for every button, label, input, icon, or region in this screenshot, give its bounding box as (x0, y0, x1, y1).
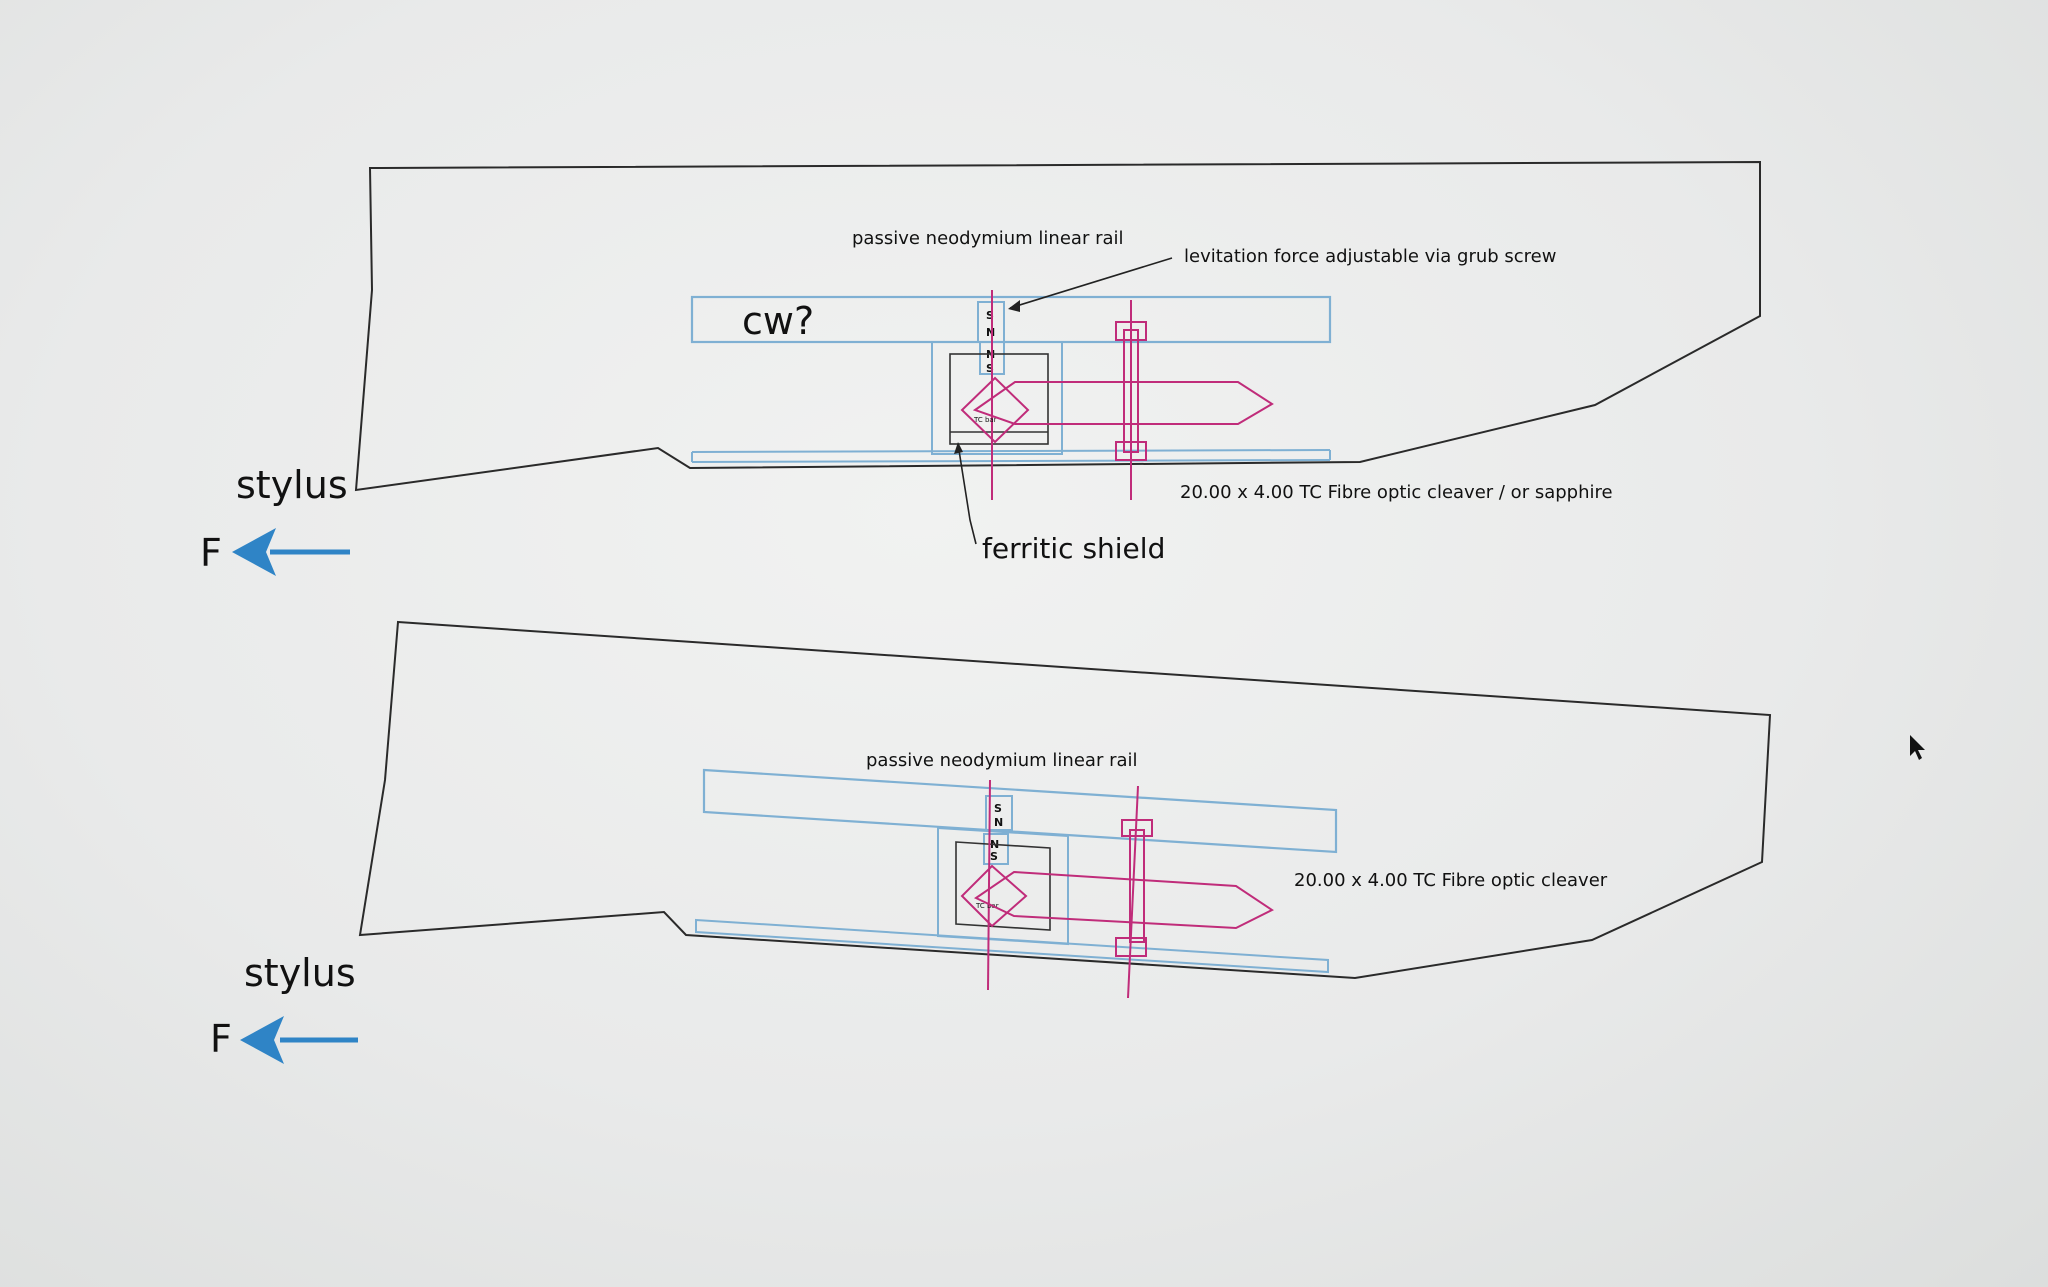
top-cw-label: cw? (742, 299, 814, 343)
bottom-carriage (937, 826, 1069, 946)
top-force-arrowhead (232, 528, 276, 576)
mouse-cursor (1910, 735, 1925, 760)
top-ferritic-shield-label: ferritic shield (982, 532, 1165, 565)
bottom-pivot-axis (987, 779, 991, 991)
bottom-headshell-outline (358, 620, 1772, 980)
top-magnet-s-upper: S (986, 309, 994, 322)
top-magnet-n-upper: N (986, 326, 995, 339)
top-stylus-label: stylus (236, 463, 348, 507)
top-force-label: F (200, 531, 222, 575)
bottom-diagram: S N N S TC bar passive neodymium linear … (210, 620, 1772, 1064)
bottom-pivot-diamond (960, 864, 1028, 928)
top-lev-label: levitation force adjustable via grub scr… (1184, 246, 1556, 267)
top-rail-bottom-strip-2 (691, 459, 1331, 463)
bottom-rail-label: passive neodymium linear rail (866, 750, 1138, 771)
top-magnet-s-lower: S (986, 362, 994, 375)
top-tc-bar-label: TC bar (973, 416, 997, 424)
top-carriage (931, 341, 1063, 455)
bottom-force-arrowhead (240, 1016, 284, 1064)
top-shield-arrowhead (954, 442, 963, 454)
top-rail-label: passive neodymium linear rail (852, 228, 1124, 249)
top-shield-leader (957, 443, 977, 545)
bottom-linear-rail (702, 768, 1338, 854)
bottom-rail-bottom-strip (695, 918, 1329, 974)
top-pivot-diamond (960, 376, 1030, 444)
bottom-grub-axis (1127, 785, 1139, 999)
top-cleaver-label: 20.00 x 4.00 TC Fibre optic cleaver / or… (1180, 482, 1613, 503)
bottom-upper-magnet (985, 795, 1013, 831)
bottom-cleaver-label: 20.00 x 4.00 TC Fibre optic cleaver (1294, 870, 1608, 891)
bottom-grub-screw-shaft (1129, 829, 1145, 943)
top-diagram: S N N S TC bar passive neodymium linear … (200, 160, 1761, 576)
top-ferritic-shield (949, 353, 1049, 445)
top-lev-leader (1009, 257, 1173, 309)
bottom-tc-bar-label: TC bar (975, 902, 999, 910)
bottom-magnet-s-upper: S (994, 802, 1002, 815)
top-rail-bottom-strip (691, 449, 1331, 453)
bottom-cantilever (973, 870, 1274, 930)
bottom-magnet-n-upper: N (994, 816, 1003, 829)
bottom-force-label: F (210, 1017, 232, 1061)
bottom-stylus-label: stylus (244, 951, 356, 995)
top-headshell-outline (354, 160, 1761, 492)
top-lev-arrowhead (1008, 300, 1020, 312)
top-cantilever (972, 381, 1274, 425)
bottom-ferritic-shield (955, 841, 1051, 931)
bottom-magnet-s-lower: S (990, 850, 998, 863)
bottom-lower-magnet (983, 833, 1009, 865)
